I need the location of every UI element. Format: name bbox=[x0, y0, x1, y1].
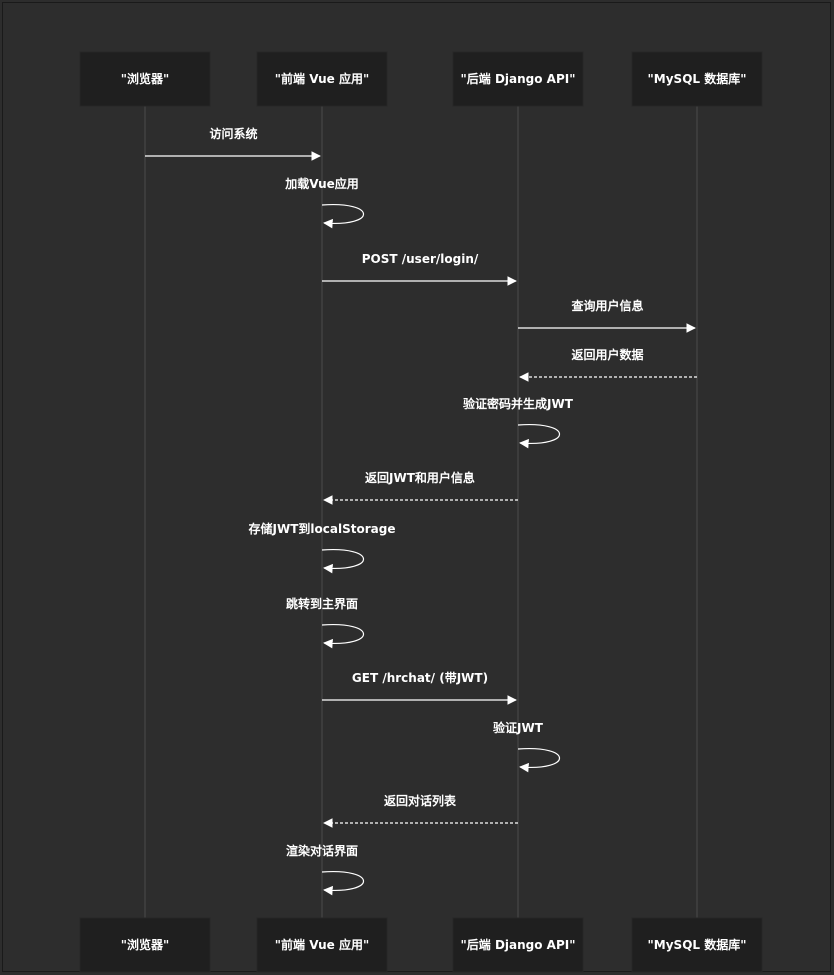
message-9: 跳转到主界面 bbox=[286, 596, 365, 649]
actor-label: "前端 Vue 应用" bbox=[275, 937, 369, 952]
message-label: 查询用户信息 bbox=[570, 298, 643, 313]
message-label: GET /hrchat/ (带JWT) bbox=[352, 670, 488, 685]
self-loop-arrow bbox=[517, 423, 561, 449]
actor-db-bottom: "MySQL 数据库" bbox=[631, 917, 763, 973]
message-label: 访问系统 bbox=[209, 126, 257, 141]
message-4: 查询用户信息 bbox=[518, 298, 696, 333]
actor-box bbox=[452, 917, 584, 973]
message-label: 验证密码并生成JWT bbox=[463, 396, 574, 411]
actor-db-top: "MySQL 数据库" bbox=[631, 51, 763, 107]
message-6: 验证密码并生成JWT bbox=[463, 396, 574, 449]
self-loop-arrow bbox=[517, 747, 561, 773]
actor-label: "前端 Vue 应用" bbox=[275, 71, 369, 86]
actor-box bbox=[631, 917, 763, 973]
message-1: 访问系统 bbox=[145, 126, 321, 161]
actor-box bbox=[256, 51, 388, 107]
actor-backend-top: "后端 Django API" bbox=[452, 51, 584, 107]
actor-frontend-top: "前端 Vue 应用" bbox=[256, 51, 388, 107]
message-label: 返回用户数据 bbox=[571, 347, 643, 362]
self-loop-arrow bbox=[321, 623, 365, 649]
actor-box bbox=[452, 51, 584, 107]
message-label: 验证JWT bbox=[493, 720, 544, 735]
self-loop-arrow bbox=[321, 870, 365, 896]
message-11: 验证JWT bbox=[493, 720, 561, 773]
message-label: POST /user/login/ bbox=[362, 252, 479, 266]
message-3: POST /user/login/ bbox=[322, 252, 517, 286]
actor-box bbox=[79, 917, 211, 973]
message-label: 渲染对话界面 bbox=[286, 843, 358, 858]
message-7: 返回JWT和用户信息 bbox=[323, 470, 518, 505]
actor-label: "MySQL 数据库" bbox=[648, 937, 747, 952]
message-label: 跳转到主界面 bbox=[286, 596, 358, 611]
actor-label: "浏览器" bbox=[121, 71, 170, 86]
message-13: 渲染对话界面 bbox=[286, 843, 365, 896]
self-loop-arrow bbox=[321, 203, 365, 229]
message-label: 返回JWT和用户信息 bbox=[365, 470, 475, 485]
actor-box bbox=[256, 917, 388, 973]
self-loop-arrow bbox=[321, 548, 365, 574]
message-label: 返回对话列表 bbox=[384, 793, 457, 808]
message-2: 加载Vue应用 bbox=[284, 176, 365, 229]
actor-box bbox=[79, 51, 211, 107]
message-label: 加载Vue应用 bbox=[284, 176, 359, 191]
actor-label: "后端 Django API" bbox=[461, 937, 576, 952]
actor-label: "MySQL 数据库" bbox=[648, 71, 747, 86]
actor-browser-bottom: "浏览器" bbox=[79, 917, 211, 973]
actor-frontend-bottom: "前端 Vue 应用" bbox=[256, 917, 388, 973]
message-12: 返回对话列表 bbox=[323, 793, 518, 828]
actor-backend-bottom: "后端 Django API" bbox=[452, 917, 584, 973]
message-8: 存储JWT到localStorage bbox=[248, 521, 396, 574]
actor-label: "后端 Django API" bbox=[461, 71, 576, 86]
message-10: GET /hrchat/ (带JWT) bbox=[322, 670, 517, 705]
actor-browser-top: "浏览器" bbox=[79, 51, 211, 107]
actor-label: "浏览器" bbox=[121, 937, 170, 952]
actor-box bbox=[631, 51, 763, 107]
message-label: 存储JWT到localStorage bbox=[248, 521, 396, 536]
message-5: 返回用户数据 bbox=[519, 347, 697, 382]
